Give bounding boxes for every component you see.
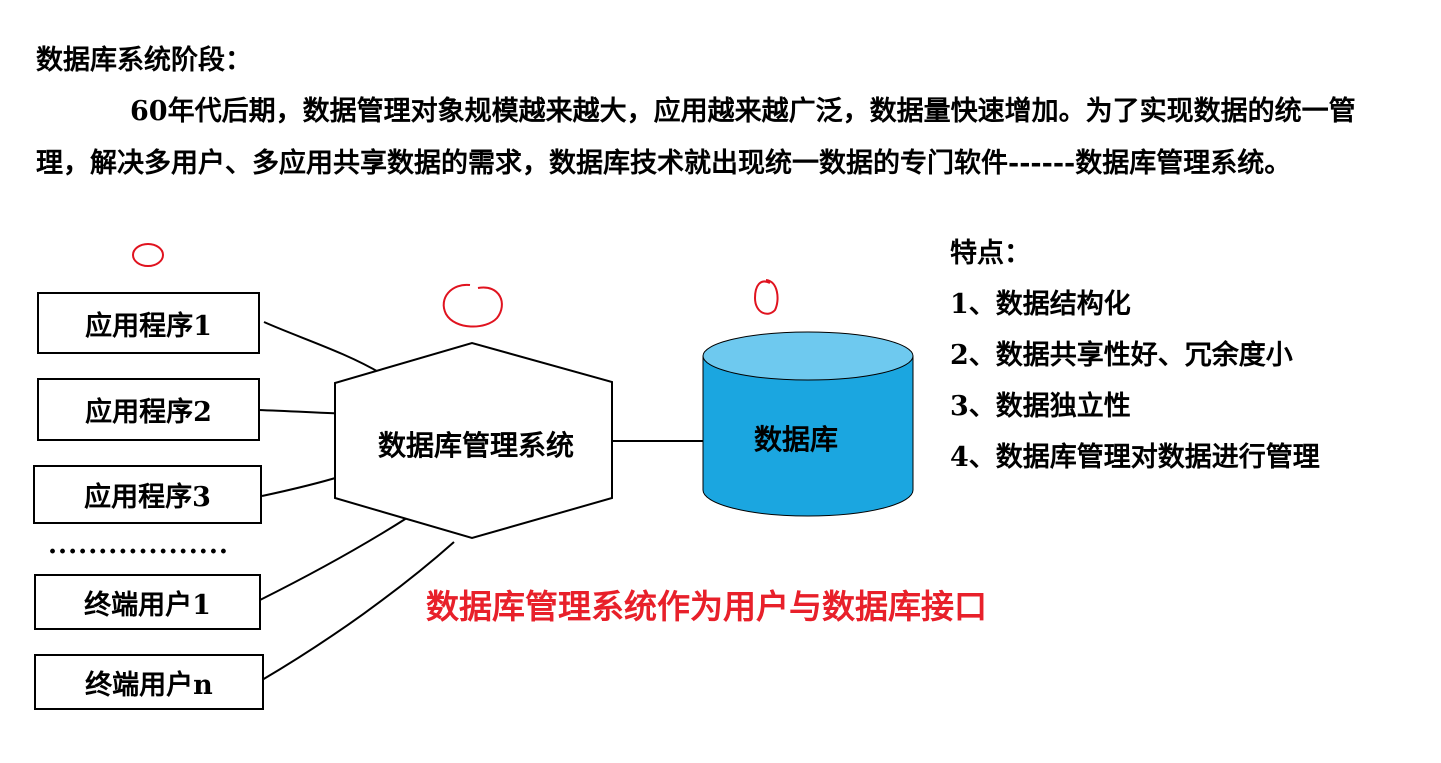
feature-item-4: 4、数据库管理对数据进行管理 bbox=[950, 442, 1320, 473]
connector-user1 bbox=[259, 515, 411, 601]
features-list: 特点： 1、数据结构化 2、数据共享性好、冗余度小 3、数据独立性 4、数据库管… bbox=[950, 228, 1380, 483]
feature-item-2: 2、数据共享性好、冗余度小 bbox=[950, 340, 1293, 371]
annotation-circle-1 bbox=[132, 243, 164, 267]
feature-item-3: 3、数据独立性 bbox=[950, 391, 1131, 422]
database-cylinder bbox=[702, 331, 914, 517]
interface-caption: 数据库管理系统作为用户与数据库接口 bbox=[426, 587, 987, 626]
dbms-label: 数据库管理系统 bbox=[378, 429, 575, 462]
features-title: 特点： bbox=[950, 238, 1031, 269]
annotation-circle-3 bbox=[753, 279, 779, 315]
connector-app3 bbox=[261, 475, 343, 497]
app-program-1-label: 应用程序1 bbox=[85, 310, 212, 342]
app-program-3-box: 应用程序3 bbox=[33, 465, 262, 524]
intro-paragraph: 60年代后期，数据管理对象规模越来越大，应用越来越广泛，数据量快速增加。为了实现… bbox=[36, 96, 1356, 179]
app-program-2-label: 应用程序2 bbox=[85, 397, 212, 428]
terminal-user-1-box: 终端用户1 bbox=[34, 574, 261, 630]
annotation-circle-2 bbox=[442, 283, 503, 328]
app-program-2-box: 应用程序2 bbox=[37, 378, 260, 441]
terminal-user-n-label: 终端用户n bbox=[85, 669, 213, 701]
connector-usern bbox=[261, 541, 455, 681]
terminal-user-n-box: 终端用户n bbox=[34, 654, 264, 710]
dbms-hexagon bbox=[334, 341, 613, 540]
feature-item-1: 1、数据结构化 bbox=[950, 289, 1131, 320]
app-program-1-box: 应用程序1 bbox=[37, 292, 260, 354]
terminal-user-1-label: 终端用户1 bbox=[84, 589, 211, 621]
database-label: 数据库 bbox=[754, 423, 839, 456]
section-heading: 数据库系统阶段： bbox=[36, 45, 252, 76]
connector-app1 bbox=[263, 321, 383, 375]
ellipsis: .................. bbox=[48, 530, 229, 560]
app-program-3-label: 应用程序3 bbox=[84, 482, 211, 513]
